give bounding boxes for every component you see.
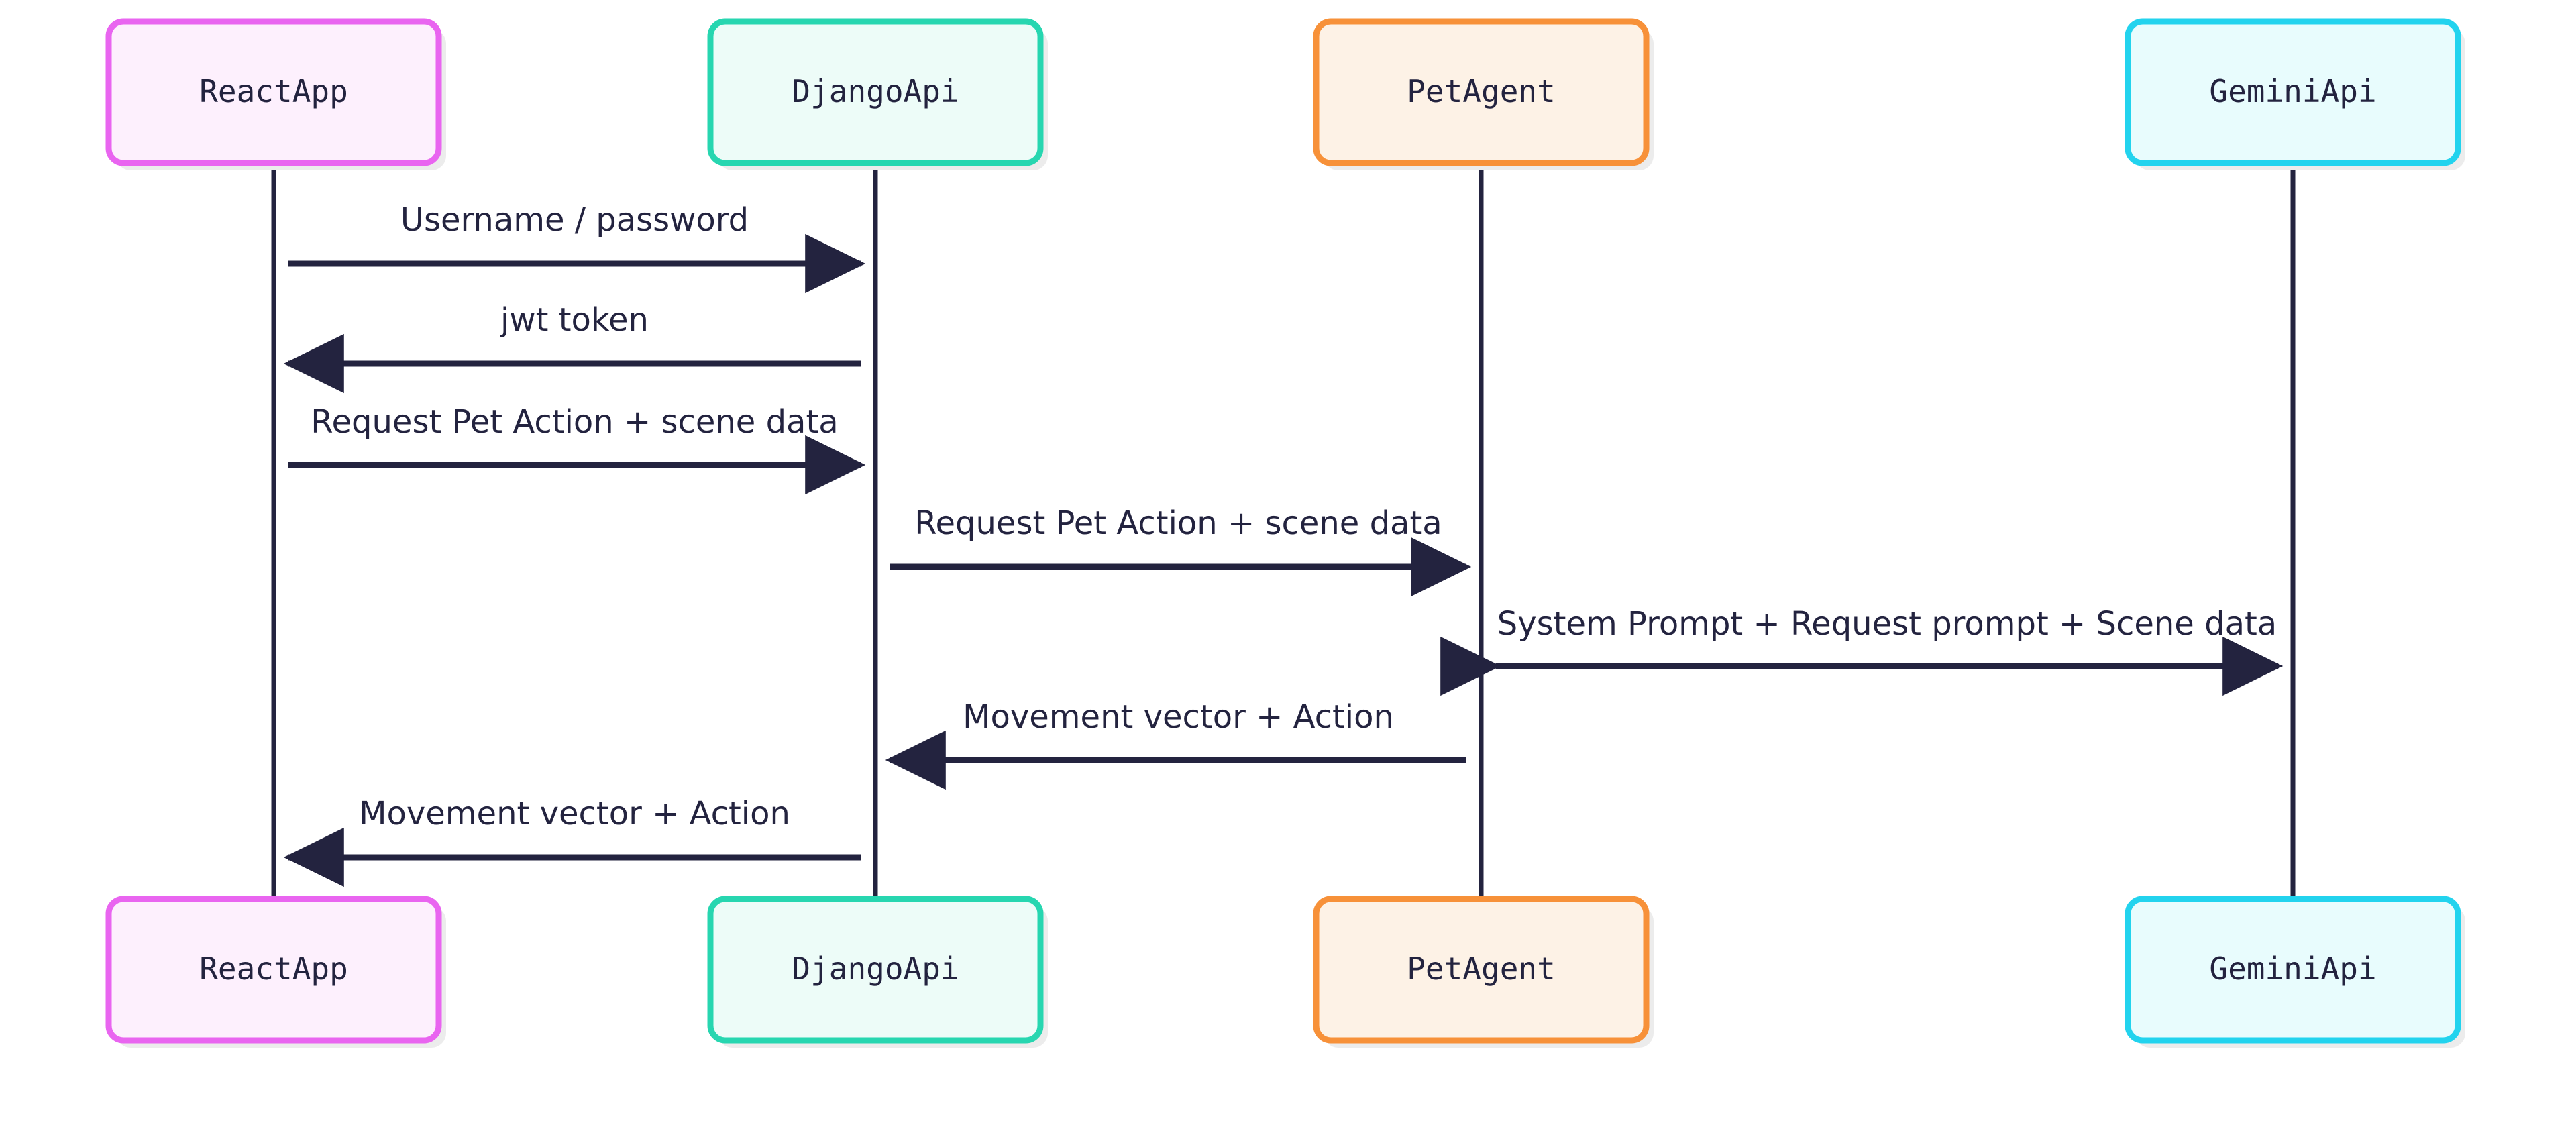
- participant-label: DjangoApi: [792, 951, 959, 987]
- participant-box[interactable]: [2125, 896, 2461, 1044]
- lifelines-layer: [271, 163, 2296, 899]
- participant-box[interactable]: [105, 18, 442, 166]
- participant-box[interactable]: [105, 896, 442, 1044]
- participant-label: PetAgent: [1407, 73, 1556, 109]
- message-2: jwt token: [283, 301, 861, 394]
- message-label: jwt token: [500, 301, 649, 339]
- message-label: Movement vector + Action: [963, 698, 1394, 736]
- actors-layer: ReactAppReactAppDjangoApiDjangoApiPetAge…: [105, 18, 2465, 1048]
- participant-box[interactable]: [707, 18, 1044, 166]
- participant-label: GeminiApi: [2209, 73, 2376, 109]
- participant-label: ReactApp: [199, 73, 348, 109]
- participant-top-petagent[interactable]: PetAgent: [1313, 18, 1654, 170]
- message-1: Username / password: [288, 201, 866, 294]
- message-label: Request Pet Action + scene data: [914, 504, 1442, 542]
- message-label: Username / password: [400, 201, 749, 239]
- participant-top-geminiapi[interactable]: GeminiApi: [2125, 18, 2465, 170]
- participant-top-reactapp[interactable]: ReactApp: [105, 18, 446, 170]
- participant-label: PetAgent: [1407, 951, 1556, 987]
- participant-label: DjangoApi: [792, 73, 959, 109]
- message-7: Movement vector + Action: [283, 795, 861, 887]
- participant-box[interactable]: [1313, 896, 1650, 1044]
- message-5: System Prompt + Request prompt + Scene d…: [1440, 605, 2284, 696]
- participant-top-djangoapi[interactable]: DjangoApi: [707, 18, 1048, 170]
- message-3: Request Pet Action + scene data: [288, 403, 866, 495]
- message-label: Movement vector + Action: [359, 795, 790, 832]
- message-4: Request Pet Action + scene data: [890, 504, 1472, 597]
- participant-box[interactable]: [707, 896, 1044, 1044]
- participant-box[interactable]: [1313, 18, 1650, 166]
- participant-bottom-reactapp[interactable]: ReactApp: [105, 896, 446, 1048]
- participant-bottom-petagent[interactable]: PetAgent: [1313, 896, 1654, 1048]
- participant-box[interactable]: [2125, 18, 2461, 166]
- participant-label: ReactApp: [199, 951, 348, 987]
- participant-label: GeminiApi: [2209, 951, 2376, 987]
- participant-bottom-geminiapi[interactable]: GeminiApi: [2125, 896, 2465, 1048]
- message-label: Request Pet Action + scene data: [311, 403, 838, 441]
- participant-bottom-djangoapi[interactable]: DjangoApi: [707, 896, 1048, 1048]
- message-6: Movement vector + Action: [885, 698, 1466, 790]
- message-label: System Prompt + Request prompt + Scene d…: [1497, 605, 2277, 643]
